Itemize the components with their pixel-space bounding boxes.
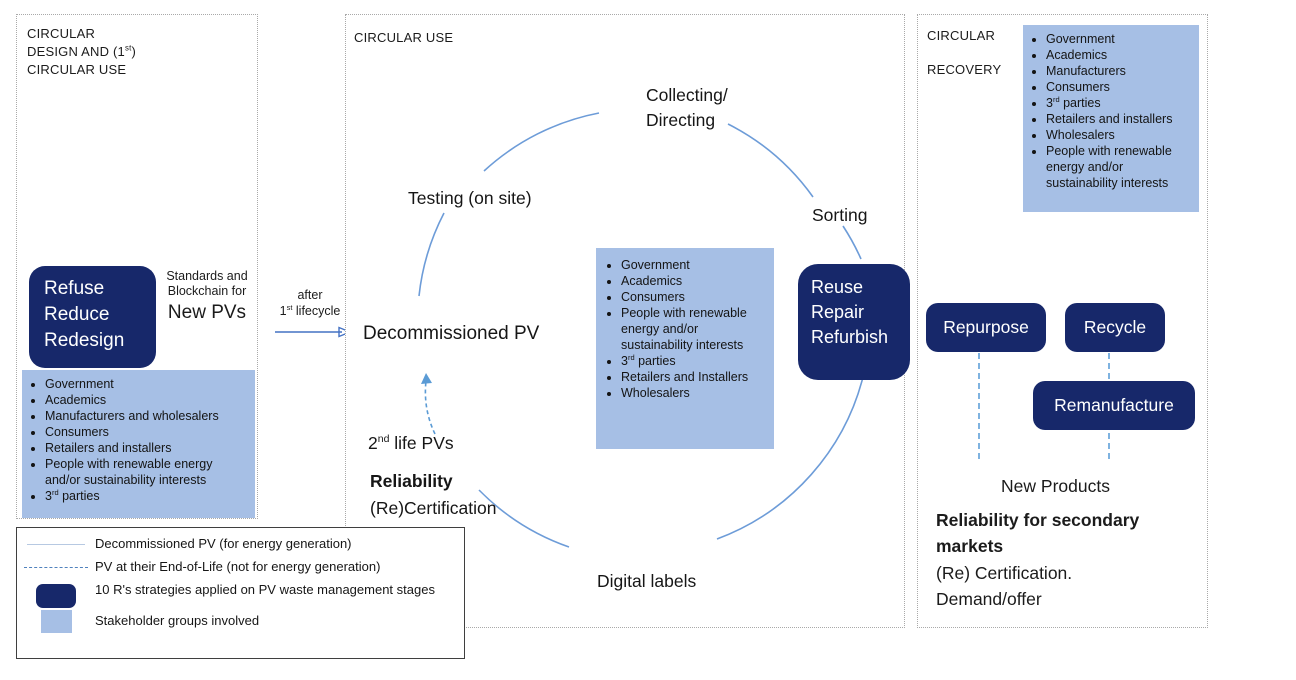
legend-row-stakeholders: Stakeholder groups involved <box>17 609 464 633</box>
legend-row-strategies: 10 R's strategies applied on PV waste ma… <box>17 582 464 608</box>
recertification-text: (Re) Certification. <box>936 562 1073 583</box>
second-life-up-arrow <box>424 380 436 435</box>
stakeholder-item: Academics <box>621 273 770 289</box>
circular-use-panel-title: CIRCULAR USE <box>354 30 454 45</box>
center-stakeholder-list: GovernmentAcademicsConsumersPeople with … <box>604 257 770 401</box>
stakeholder-item: Manufacturers <box>1046 63 1197 79</box>
center-stakeholder-box: GovernmentAcademicsConsumersPeople with … <box>596 248 774 449</box>
strategy-label: Redesign <box>44 330 125 352</box>
stakeholder-item: Wholesalers <box>1046 127 1197 143</box>
new-pvs-label: New PVs <box>167 301 247 323</box>
stakeholder-item: Government <box>1046 31 1197 47</box>
standards-blockchain-note: Standards and Blockchain for New PVs <box>157 269 257 324</box>
stakeholder-item: People with renewable energy and/or sust… <box>1046 143 1197 191</box>
strategy-label: Refurbish <box>811 327 889 348</box>
right-arrow-icon <box>275 326 352 338</box>
title-line: CIRCULAR USE <box>27 62 127 78</box>
stakeholder-item: Retailers and installers <box>1046 111 1197 127</box>
up-arrowhead-icon <box>421 373 432 384</box>
stakeholder-item: Retailers and installers <box>45 440 251 456</box>
stage-label-digital-labels: Digital labels <box>597 571 697 591</box>
secondary-markets-text: Reliability for secondary markets (Re) C… <box>936 507 1204 612</box>
title-line: DESIGN AND (1st) <box>27 43 136 60</box>
demand-offer-text: Demand/offer <box>936 588 1042 609</box>
reliability-secondary-markets: Reliability for secondary markets <box>936 510 1140 557</box>
legend-label: Stakeholder groups involved <box>95 612 260 628</box>
standards-note-text: Standards and Blockchain for <box>166 269 248 299</box>
recycle-box: Recycle <box>1065 303 1165 352</box>
stakeholder-item: Academics <box>45 392 251 408</box>
stakeholder-item: Consumers <box>621 289 770 305</box>
transition-line: 1st lifecycle <box>279 303 341 319</box>
strategy-label: Reduce <box>44 304 110 326</box>
stage-label-sorting: Sorting <box>812 205 868 225</box>
strategy-label: Reuse <box>811 277 864 297</box>
stage-label-reliability-recertification: Reliability (Re)Certification <box>370 471 497 519</box>
stakeholder-item: 3rd parties <box>621 353 770 369</box>
strategy-label: Refuse <box>44 278 105 299</box>
legend-row-decommissioned: Decommissioned PV (for energy generation… <box>17 536 464 553</box>
legend-label: 10 R's strategies applied on PV waste ma… <box>95 581 435 597</box>
dashed-line-swatch-icon <box>24 566 88 568</box>
circular-recovery-title-line2: RECOVERY <box>927 62 1002 77</box>
left-stakeholder-box: GovernmentAcademicsManufacturers and who… <box>22 370 255 518</box>
stakeholder-item: Consumers <box>45 424 251 440</box>
remanufacture-box: Remanufacture <box>1033 381 1195 430</box>
legend-label: PV at their End-of-Life (not for energy … <box>95 558 381 574</box>
circular-design-panel-title: CIRCULAR DESIGN AND (1st) CIRCULAR USE <box>27 25 136 80</box>
repurpose-box: Repurpose <box>926 303 1046 352</box>
stakeholder-item: 3rd parties <box>1046 95 1197 111</box>
legend-label: Decommissioned PV (for energy generation… <box>95 536 352 551</box>
legend-row-end-of-life: PV at their End-of-Life (not for energy … <box>17 559 464 576</box>
light-box-swatch-icon <box>40 609 72 633</box>
stakeholder-item: Wholesalers <box>621 385 770 401</box>
stakeholder-item: 3rd parties <box>45 488 251 504</box>
refuse-reduce-redesign-box: Refuse Reduce Redesign <box>29 266 156 368</box>
new-products-label: New Products <box>1001 476 1110 496</box>
after-first-lifecycle-label: after 1st lifecycle <box>270 287 350 320</box>
stakeholder-item: People with renewable energy and/or sust… <box>45 456 251 488</box>
right-stakeholder-box: GovernmentAcademicsManufacturersConsumer… <box>1023 25 1199 212</box>
stage-label-testing: Testing (on site) <box>408 188 532 208</box>
stakeholder-item: Consumers <box>1046 79 1197 95</box>
stakeholder-item: Retailers and Installers <box>621 369 770 385</box>
stage-label-collecting-directing: Collecting/ Directing <box>646 85 728 131</box>
legend-box: Decommissioned PV (for energy generation… <box>16 527 465 659</box>
solid-line-swatch-icon <box>27 543 85 545</box>
navy-box-swatch-icon <box>36 583 76 608</box>
stakeholder-item: Government <box>621 257 770 273</box>
stakeholder-item: Government <box>45 376 251 392</box>
circular-recovery-panel: CIRCULAR RECOVERY GovernmentAcademicsMan… <box>917 14 1208 628</box>
dashed-connector-repurpose <box>978 353 980 459</box>
stakeholder-item: Academics <box>1046 47 1197 63</box>
strategy-label: Repair <box>811 302 865 323</box>
transition-line: after <box>297 288 323 302</box>
circular-design-panel: CIRCULAR DESIGN AND (1st) CIRCULAR USE R… <box>16 14 258 519</box>
circular-recovery-title-line1: CIRCULAR <box>927 28 996 43</box>
title-line: CIRCULAR <box>27 26 96 41</box>
right-stakeholder-list: GovernmentAcademicsManufacturersConsumer… <box>1029 31 1197 191</box>
stage-label-second-life-pvs: 2nd life PVs <box>368 433 454 453</box>
reuse-repair-refurbish-box: Reuse Repair Refurbish <box>798 264 910 380</box>
stage-label-decommissioned-pv: Decommissioned PV <box>363 323 540 344</box>
left-stakeholder-list: GovernmentAcademicsManufacturers and who… <box>28 376 251 504</box>
stakeholder-item: Manufacturers and wholesalers <box>45 408 251 424</box>
stakeholder-item: People with renewable energy and/or sust… <box>621 305 770 353</box>
